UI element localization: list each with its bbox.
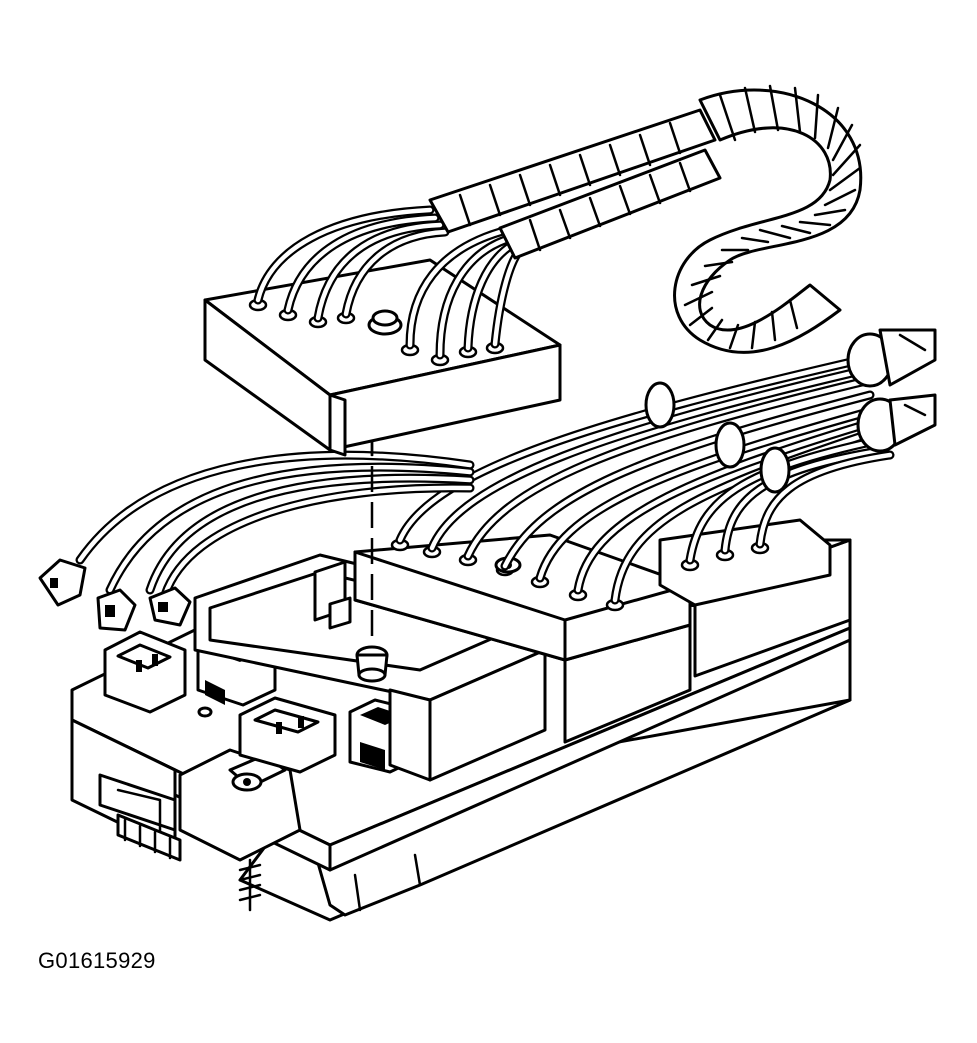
figure-id-label: G01615929 bbox=[38, 948, 156, 973]
pigtail-wires-left bbox=[38, 450, 475, 632]
seated-connector bbox=[353, 518, 832, 662]
harness-wires-right bbox=[395, 328, 937, 605]
wire-loom bbox=[428, 84, 863, 354]
